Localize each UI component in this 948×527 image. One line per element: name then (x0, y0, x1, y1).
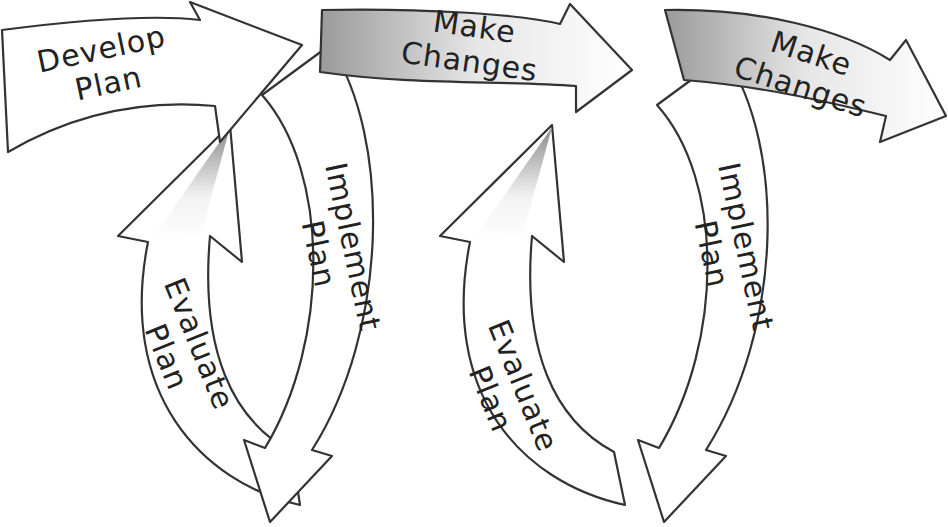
evaluate-arrow (440, 125, 625, 505)
arrow-label: Evaluate Plan (117, 256, 247, 444)
develop-arrow (2, 2, 302, 152)
arrow-label-node: Evaluate Plan (117, 256, 247, 444)
make-changes-arrow (665, 10, 946, 142)
